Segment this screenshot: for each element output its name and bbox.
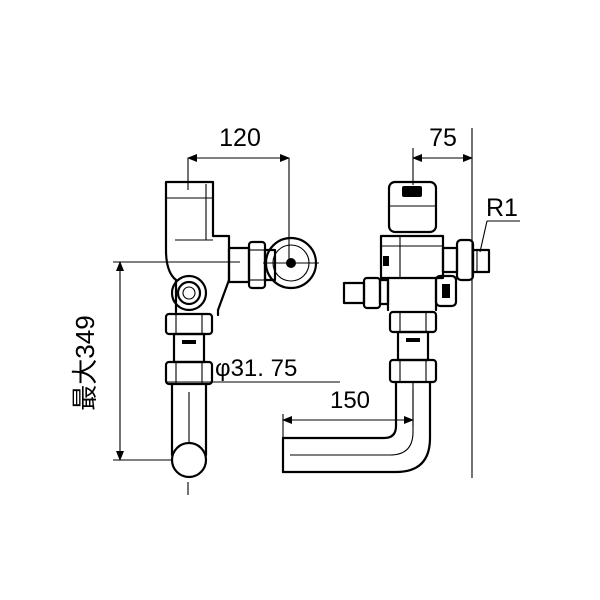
upper-nut — [164, 312, 214, 336]
bent-pipe-inner — [281, 380, 398, 440]
side-lower-nut — [388, 358, 438, 384]
side-upper-nut — [388, 310, 438, 334]
wall-flange — [455, 238, 475, 282]
wall-thread — [471, 248, 491, 274]
side-vacuum-breaker — [396, 330, 430, 362]
dim-max-height: 最大349 — [70, 315, 100, 410]
dim-thread: R1 — [486, 194, 518, 222]
side-small-fitting — [342, 281, 366, 305]
lower-nut — [164, 360, 214, 386]
dim-front-width: 120 — [219, 124, 261, 152]
outlet-pipe — [170, 382, 208, 457]
leader-r1 — [479, 220, 488, 253]
bent-pipe-outer — [281, 380, 432, 474]
dimensions: 120 75 最大349 φ31. 75 150 R1 — [70, 124, 520, 461]
front-view — [164, 158, 319, 495]
valve-body-left — [164, 194, 178, 282]
side-view — [281, 128, 491, 478]
dim-pipe-length: 150 — [330, 387, 370, 414]
valve-body-right — [211, 194, 231, 282]
dim-side-width: 75 — [429, 124, 457, 152]
dim-pipe-diameter: φ31. 75 — [215, 355, 297, 382]
side-body — [379, 234, 445, 280]
pipe-end — [170, 441, 208, 479]
side-union — [227, 246, 251, 284]
vacuum-breaker — [172, 332, 206, 364]
valve-cap — [164, 180, 215, 198]
union-nut — [247, 240, 267, 290]
adjust-screw — [170, 274, 208, 312]
side-cap — [387, 180, 438, 234]
